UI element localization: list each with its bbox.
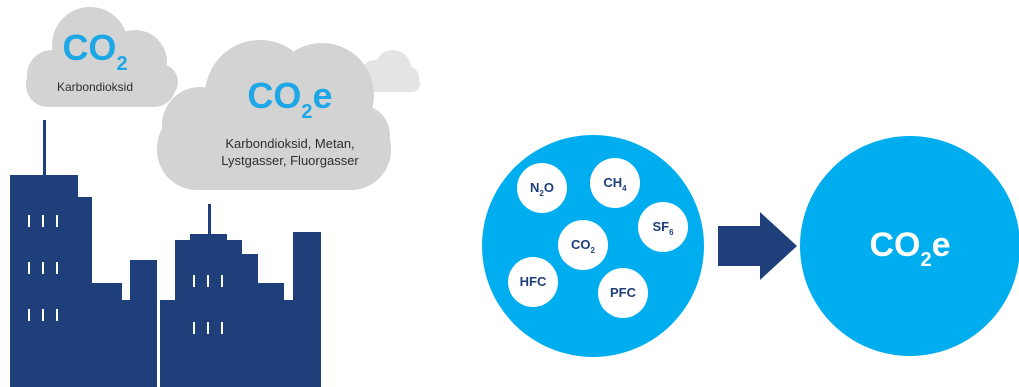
co2e-result-label: CO2e xyxy=(869,226,951,271)
co2e-result-circle xyxy=(800,136,1019,356)
cloud-left-icon xyxy=(26,7,178,107)
gas-bubbles xyxy=(508,158,688,318)
cloud-right-icon xyxy=(157,40,391,190)
gas-label-co2: CO2 xyxy=(571,237,595,255)
cloud-right-label: Karbondioksid, Metan, Lystgasser, Fluorg… xyxy=(190,135,390,169)
cloud-left-formula: CO2 xyxy=(62,27,128,75)
cloud-right-label-line1: Karbondioksid, Metan, xyxy=(225,136,355,151)
building-windows xyxy=(28,215,223,334)
gas-label-sf6: SF6 xyxy=(652,219,674,237)
gas-label-hfc: HFC xyxy=(519,274,547,289)
arrow-right-icon xyxy=(718,212,797,280)
cloud-left-label: Karbondioksid xyxy=(56,80,134,94)
cloud-right-label-line2: Lystgasser, Fluorgasser xyxy=(221,153,359,168)
gas-label-n2o: N2O xyxy=(530,180,554,198)
gas-label-ch4: CH4 xyxy=(603,175,627,193)
gas-label-pfc: PFC xyxy=(610,285,636,300)
city-skyline-icon xyxy=(10,120,321,387)
cloud-right-formula: CO2e xyxy=(247,75,333,123)
